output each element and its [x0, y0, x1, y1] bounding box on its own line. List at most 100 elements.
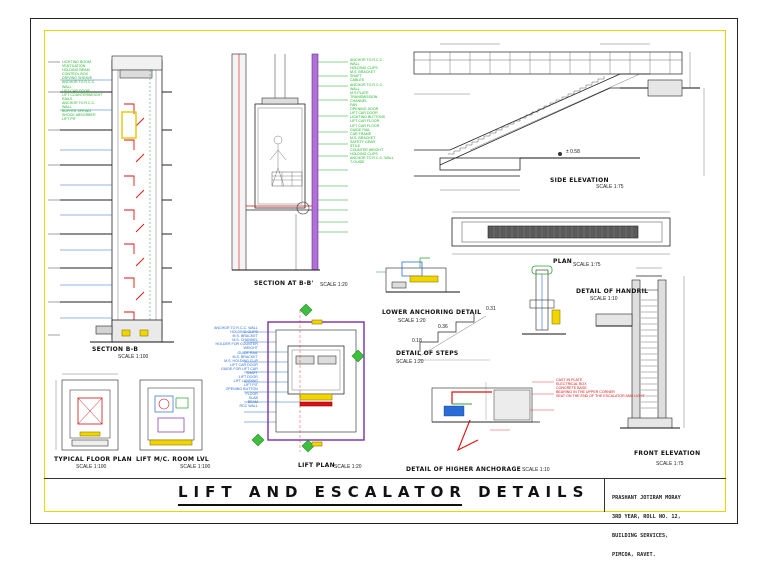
- annotation-note: HOLDING CLIPS: [230, 330, 258, 335]
- section-bb-scale: SCALE 1:100: [118, 354, 149, 360]
- plan-scale: SCALE 1:75: [573, 262, 601, 268]
- sheet-title: LIFT AND ESCALATOR DETAILS: [178, 483, 590, 501]
- plan-title: PLAN: [553, 258, 573, 265]
- author-line: PIMCOA, RAVET.: [612, 552, 656, 559]
- balustrade-posts: [429, 52, 671, 74]
- person-figure: [269, 135, 287, 187]
- side-elevation-drawing: [413, 43, 705, 191]
- lift-plan-title: LIFT PLAN: [298, 462, 335, 469]
- detail-of-handrail-scale: SCALE 1:10: [590, 296, 618, 302]
- floor-slabs: [60, 91, 172, 303]
- typical-floor-plan-drawing: [55, 373, 119, 451]
- detail-of-handrail-drawing: [522, 265, 566, 335]
- section-at-bb-drawing: [231, 53, 348, 271]
- annotation-note: M.S PLATE: [350, 90, 369, 95]
- lift-car: [121, 111, 137, 139]
- annotation-note: WALL: [62, 84, 72, 89]
- annotation-note: ANCHOR TO R.C.C.: [350, 58, 384, 62]
- annotation-note: SHOCK ABSORBER: [62, 113, 96, 118]
- annotation-note: RCC WALL: [239, 403, 258, 408]
- title-block-divider: [604, 478, 605, 512]
- level-mark: ± 0.58: [566, 149, 580, 155]
- annotation-note: SAFETY GEAR: [350, 139, 376, 144]
- lift-plan-scale: SCALE 1:20: [334, 464, 362, 470]
- author-line: 3RD YEAR, ROLL NO. 12,: [612, 514, 681, 521]
- detail-of-handrail-title: DETAIL OF HANDRIL: [576, 288, 649, 295]
- annotation-note: M.S. BRACKET: [350, 70, 376, 75]
- lower-anchoring-drawing: [376, 257, 460, 293]
- annotation-note: ANCHOR TO R.C.C.: [350, 82, 384, 87]
- annotation-note: GUIDE RAIL: [350, 127, 371, 132]
- annotation-note: HOLDING BEAM: [62, 68, 90, 73]
- annotation-note: GUIDE FOR LIFT CAR: [221, 366, 258, 371]
- annotation-note: TRANSMISSION: [350, 94, 378, 99]
- annotation-note: LIFT CAR DOOR: [350, 111, 378, 116]
- typical-floor-plan-scale: SCALE 1:100: [76, 464, 107, 470]
- title-block: [44, 478, 726, 512]
- annotation-note: SLAB: [248, 395, 258, 400]
- annotation-note: LIGHTING BUTTONS: [350, 115, 386, 120]
- annotation-note: BUFFER SPRING: [62, 109, 92, 114]
- plan-drawing: [451, 211, 671, 255]
- annotation-note: LIFT PIT: [243, 383, 258, 388]
- landing-brackets: [124, 103, 145, 322]
- annotation-note: HOLDING CLIPS: [350, 152, 378, 157]
- section-bb-drawing: [48, 55, 174, 343]
- annotation-note: LIFT COUNTERWEIGHT: [62, 92, 103, 97]
- annotation-note: CAST IN PLATE: [556, 378, 583, 382]
- lower-anchoring-scale: SCALE 1:20: [398, 318, 426, 324]
- annotation-note: BEARING IN THE UPPER CORNER: [556, 390, 615, 395]
- step-dimension-036: 0.36: [438, 324, 448, 330]
- section-at-bb-leaders: [318, 61, 348, 233]
- annotation-note: HOLDER FOR COUNTER: [215, 342, 258, 347]
- annotation-note: CABLES: [350, 78, 365, 83]
- annotation-note: OPENING BUTTON: [225, 387, 258, 392]
- lift-pit: [111, 319, 163, 343]
- sheet-title-underline: [178, 504, 462, 506]
- sheet-outer-border: [30, 18, 738, 524]
- sheet-drawing-border: [44, 30, 726, 512]
- annotation-note: WALL: [350, 86, 360, 91]
- annotation-note: M.S. BRACKET: [232, 354, 258, 359]
- author-line: BUILDING SERVICES,: [612, 533, 669, 540]
- annotation-note: ANCHOR TO R.C.C.: [62, 80, 96, 85]
- front-elevation-drawing: [595, 267, 685, 429]
- annotation-note: RAILS: [62, 96, 73, 101]
- step-dimension-031: 0.31: [486, 306, 496, 312]
- annotation-note: LIFT DOOR: [238, 375, 258, 380]
- annotation-note: M.S. HOLDING CLIP: [224, 358, 258, 363]
- annotation-note: WALL: [62, 105, 72, 110]
- section-at-bb-title: SECTION AT B-B': [254, 280, 314, 287]
- lift-mc-room-scale: SCALE 1:100: [180, 464, 211, 470]
- lift-mc-room-title: LIFT M/C. ROOM LVL: [136, 456, 210, 463]
- higher-anchorage-leaders: [490, 381, 554, 431]
- annotation-note: FLOOR: [245, 391, 258, 396]
- annotation-note: LIFT PIT: [62, 117, 76, 122]
- annotation-note: ANCHOR TO R.C.C. WALL: [350, 156, 394, 161]
- annotation-note: LIFT CAR DOOR: [62, 88, 90, 93]
- annotation-note: LIFT LANDING: [233, 379, 258, 384]
- author-line: PRASHANT JOTIRAM MORAY: [612, 494, 681, 501]
- higher-anchorage-title: DETAIL OF HIGHER ANCHORAGE: [406, 466, 522, 473]
- section-at-bb-scale: SCALE 1:20: [320, 282, 348, 288]
- front-elevation-rungs: [641, 299, 657, 409]
- lift-plan-drawing: [244, 303, 365, 453]
- step-dimension-018: 0.18: [412, 338, 422, 344]
- front-elevation-scale: SCALE 1:75: [656, 461, 684, 467]
- annotation-note: CONCRETE BASE: [556, 386, 587, 391]
- annotation-note: M.S. CHANNEL: [232, 338, 258, 343]
- annotation-note: SHAFT: [246, 371, 258, 376]
- section-bb-leaders: [60, 79, 112, 319]
- annotation-note: WEIGHT: [243, 346, 258, 351]
- annotation-note: VENTILATION: [62, 64, 86, 69]
- annotation-note: LIFT CAR DOOR: [230, 362, 258, 367]
- annotation-note: CAR FRAME: [350, 131, 372, 136]
- detail-of-steps-scale: SCALE 1:20: [396, 359, 424, 365]
- annotation-note: OPENING DOOR: [350, 107, 379, 112]
- detail-of-steps-drawing: [418, 314, 490, 361]
- higher-anchorage-drawing: [431, 381, 554, 452]
- annotation-note: COUNTER WEIGHT: [350, 148, 384, 153]
